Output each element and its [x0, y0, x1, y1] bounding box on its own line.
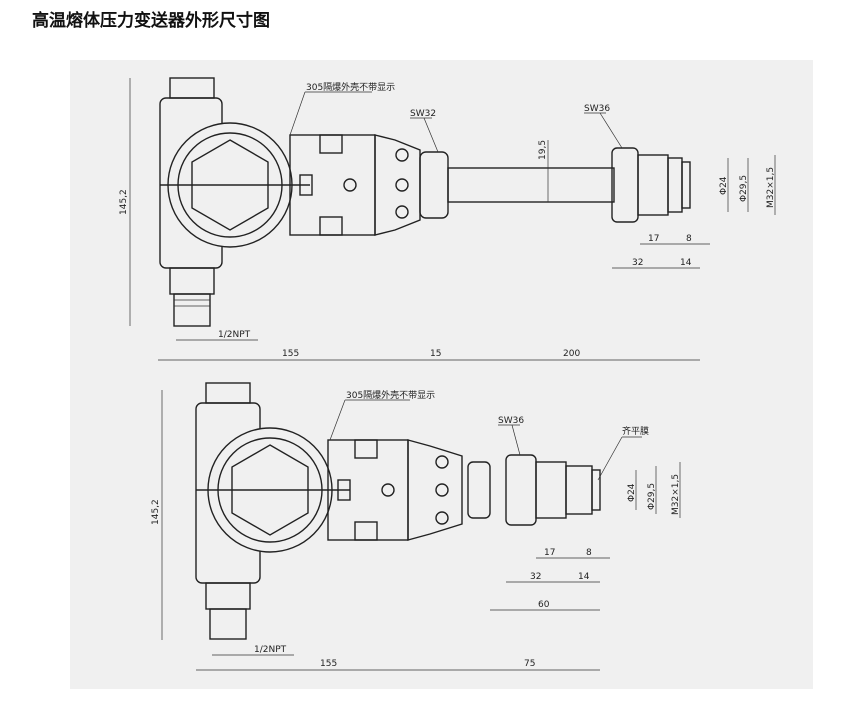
bottom-dimensions: 145,2 305隔爆外壳不带显示 SW36 齐平膜 Φ24 Φ29,5 M32… [151, 389, 681, 671]
page-title: 高温熔体压力变送器外形尺寸图 [32, 11, 270, 31]
dim-32: 32 [632, 258, 643, 268]
dim-15: 15 [430, 349, 441, 359]
npt-label: 1/2NPT [254, 645, 287, 655]
membrane-note: 齐平膜 [622, 425, 649, 437]
dim-75: 75 [524, 659, 535, 669]
dim-155: 155 [282, 349, 299, 359]
dim-d29-5: Φ29,5 [647, 483, 657, 510]
dim-height: 145,2 [151, 499, 161, 525]
dim-8: 8 [586, 548, 592, 558]
wrench-label: SW36 [498, 416, 524, 426]
npt-label: 1/2NPT [218, 330, 251, 340]
dim-60: 60 [538, 600, 550, 610]
dim-32: 32 [530, 572, 541, 582]
dim-17: 17 [648, 234, 659, 244]
dim-d24: Φ24 [627, 483, 637, 502]
dim-height: 145,2 [119, 189, 129, 215]
dim-d29-5: Φ29,5 [739, 175, 749, 202]
wrench-label-2: SW36 [584, 104, 610, 114]
dim-200: 200 [563, 349, 580, 359]
housing-note: 305隔爆外壳不带显示 [346, 389, 435, 401]
bottom-transmitter [195, 382, 601, 640]
dim-14: 14 [680, 258, 692, 268]
dim-thread: M32×1,5 [671, 474, 681, 515]
top-dimensions: 145,2 305隔爆外壳不带显示 SW32 SW36 19,5 Φ24 Φ29… [119, 78, 776, 361]
housing-note: 305隔爆外壳不带显示 [306, 81, 395, 93]
dim-19-5: 19,5 [538, 140, 548, 160]
dim-d24: Φ24 [719, 176, 729, 195]
top-transmitter [159, 77, 691, 327]
dim-17: 17 [544, 548, 555, 558]
dim-8: 8 [686, 234, 692, 244]
dim-155: 155 [320, 659, 337, 669]
dim-14: 14 [578, 572, 590, 582]
wrench-label-1: SW32 [410, 109, 436, 119]
dim-thread: M32×1,5 [766, 167, 776, 208]
